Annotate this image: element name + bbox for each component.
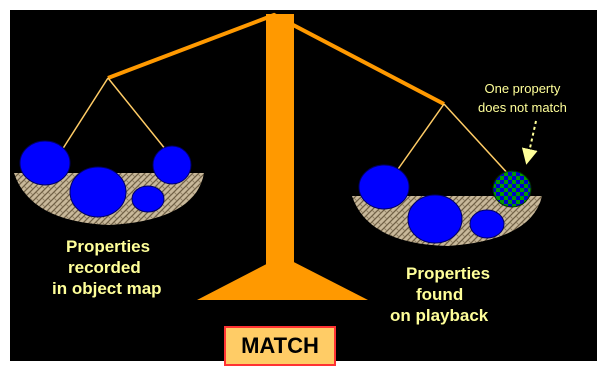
right-caption-line-3: on playback <box>390 306 489 325</box>
left-pan-caption: Properties recorded in object map <box>52 236 162 299</box>
property-ball <box>69 166 127 218</box>
right-pan-strings <box>395 103 511 177</box>
property-ball <box>152 145 192 185</box>
right-pan-caption: Properties found on playback <box>390 263 490 326</box>
match-result-text: MATCH <box>241 333 319 358</box>
left-caption-line-3: in object map <box>52 279 162 298</box>
property-ball <box>19 140 71 186</box>
property-ball <box>358 164 410 210</box>
mismatch-note-line-2: does not match <box>478 100 567 115</box>
left-caption-line-2: recorded <box>68 258 141 277</box>
left-caption-line-1: Properties <box>66 237 151 256</box>
property-ball <box>131 185 165 213</box>
scale-post <box>266 14 294 280</box>
mismatch-note: One property does not match <box>478 79 567 117</box>
callout-arrow <box>521 120 538 165</box>
property-ball <box>407 194 463 244</box>
right-property-balls <box>358 164 532 244</box>
left-property-balls <box>19 140 192 218</box>
property-ball <box>469 209 505 239</box>
right-caption-line-2: found <box>416 285 464 304</box>
mismatch-property-ball <box>492 170 532 208</box>
right-caption-line-1: Properties <box>406 264 491 283</box>
match-result-label: MATCH <box>224 326 336 366</box>
mismatch-note-line-1: One property <box>484 81 561 96</box>
left-pan-strings <box>61 77 167 151</box>
